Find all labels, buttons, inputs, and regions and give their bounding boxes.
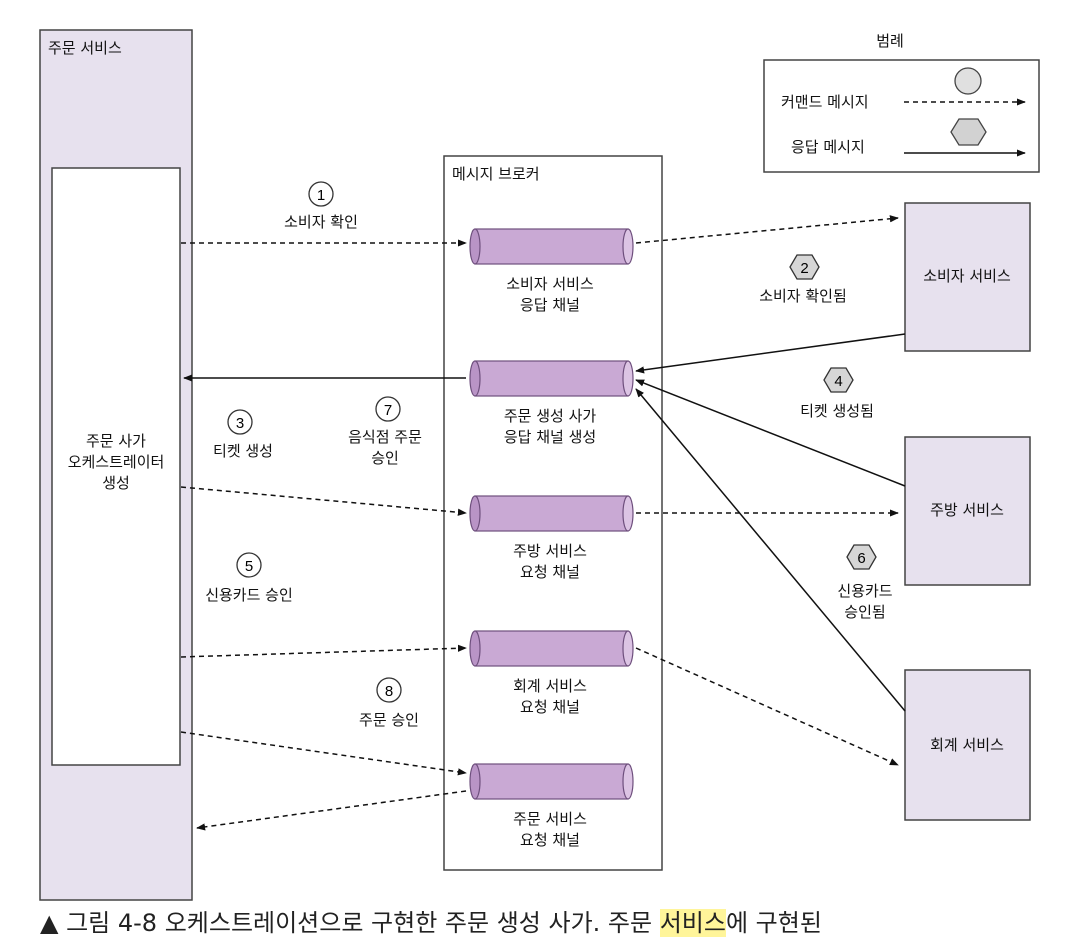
arrow-channel-to-accounting xyxy=(635,647,899,766)
svg-text:3: 3 xyxy=(236,415,244,432)
step-3-marker: 3 xyxy=(227,409,253,435)
step-7-marker: 7 xyxy=(375,396,401,422)
step-1-marker: 1 xyxy=(308,181,334,207)
svg-text:4: 4 xyxy=(834,373,842,390)
legend-command-label: 커맨드 메시지 xyxy=(781,93,869,111)
arrow-channel-to-consumer xyxy=(635,215,899,244)
channel-kitchen-request xyxy=(469,495,634,532)
kitchen-service-box xyxy=(904,436,1031,586)
arrow-channel-to-order-service xyxy=(196,790,467,831)
orchestrator-label: 주문 사가 오케스트레이터 생성 xyxy=(67,432,165,492)
svg-text:6: 6 xyxy=(857,550,865,567)
channel-consumer-reply xyxy=(469,228,634,265)
arrow-card-authorized xyxy=(635,388,906,712)
message-broker-title: 메시지 브로커 xyxy=(452,165,540,183)
step-1-label: 소비자 확인 xyxy=(284,213,358,231)
orchestrator-box xyxy=(51,167,181,766)
svg-text:8: 8 xyxy=(385,683,393,700)
svg-text:1: 1 xyxy=(317,187,325,204)
channel-accounting-request xyxy=(469,630,634,667)
consumer-service-label: 소비자 서비스 xyxy=(923,267,1011,285)
legend-reply-icon xyxy=(950,118,987,146)
kitchen-service-label: 주방 서비스 xyxy=(930,501,1004,519)
step-4-label: 티켓 생성됨 xyxy=(800,402,874,420)
arrow-approve-order xyxy=(180,731,467,776)
accounting-service-box xyxy=(904,669,1031,821)
accounting-service-label: 회계 서비스 xyxy=(930,736,1004,754)
arrow-consumer-verified xyxy=(635,333,906,374)
svg-text:2: 2 xyxy=(800,260,808,277)
step-8-marker: 8 xyxy=(376,677,402,703)
step-4-marker: 4 xyxy=(823,367,854,393)
caption-highlight: 서비스 xyxy=(659,909,726,937)
step-6-marker: 6 xyxy=(846,544,877,570)
svg-text:7: 7 xyxy=(384,402,392,419)
channel-saga-reply xyxy=(469,360,634,397)
step-3-label: 티켓 생성 xyxy=(213,442,273,460)
figure-caption: ▲ 그림 4-8 오케스트레이션으로 구현한 주문 생성 사가. 주문 서비스에… xyxy=(40,909,822,937)
arrow-create-ticket xyxy=(180,486,467,516)
step-5-marker: 5 xyxy=(236,552,262,578)
step-2-label: 소비자 확인됨 xyxy=(759,287,847,305)
legend-reply-label: 응답 메시지 xyxy=(791,138,865,156)
arrow-ticket-created xyxy=(635,379,906,487)
order-service-title: 주문 서비스 xyxy=(48,39,122,57)
step-8-label: 주문 승인 xyxy=(359,711,419,729)
consumer-service-box xyxy=(904,202,1031,352)
svg-text:5: 5 xyxy=(245,558,253,575)
arrow-authorize-card xyxy=(180,644,467,658)
legend-command-icon xyxy=(954,67,982,95)
step-2-marker: 2 xyxy=(789,254,820,280)
channel-order-request xyxy=(469,763,634,800)
step-5-label: 신용카드 승인 xyxy=(205,586,293,604)
legend-title: 범례 xyxy=(876,32,904,50)
